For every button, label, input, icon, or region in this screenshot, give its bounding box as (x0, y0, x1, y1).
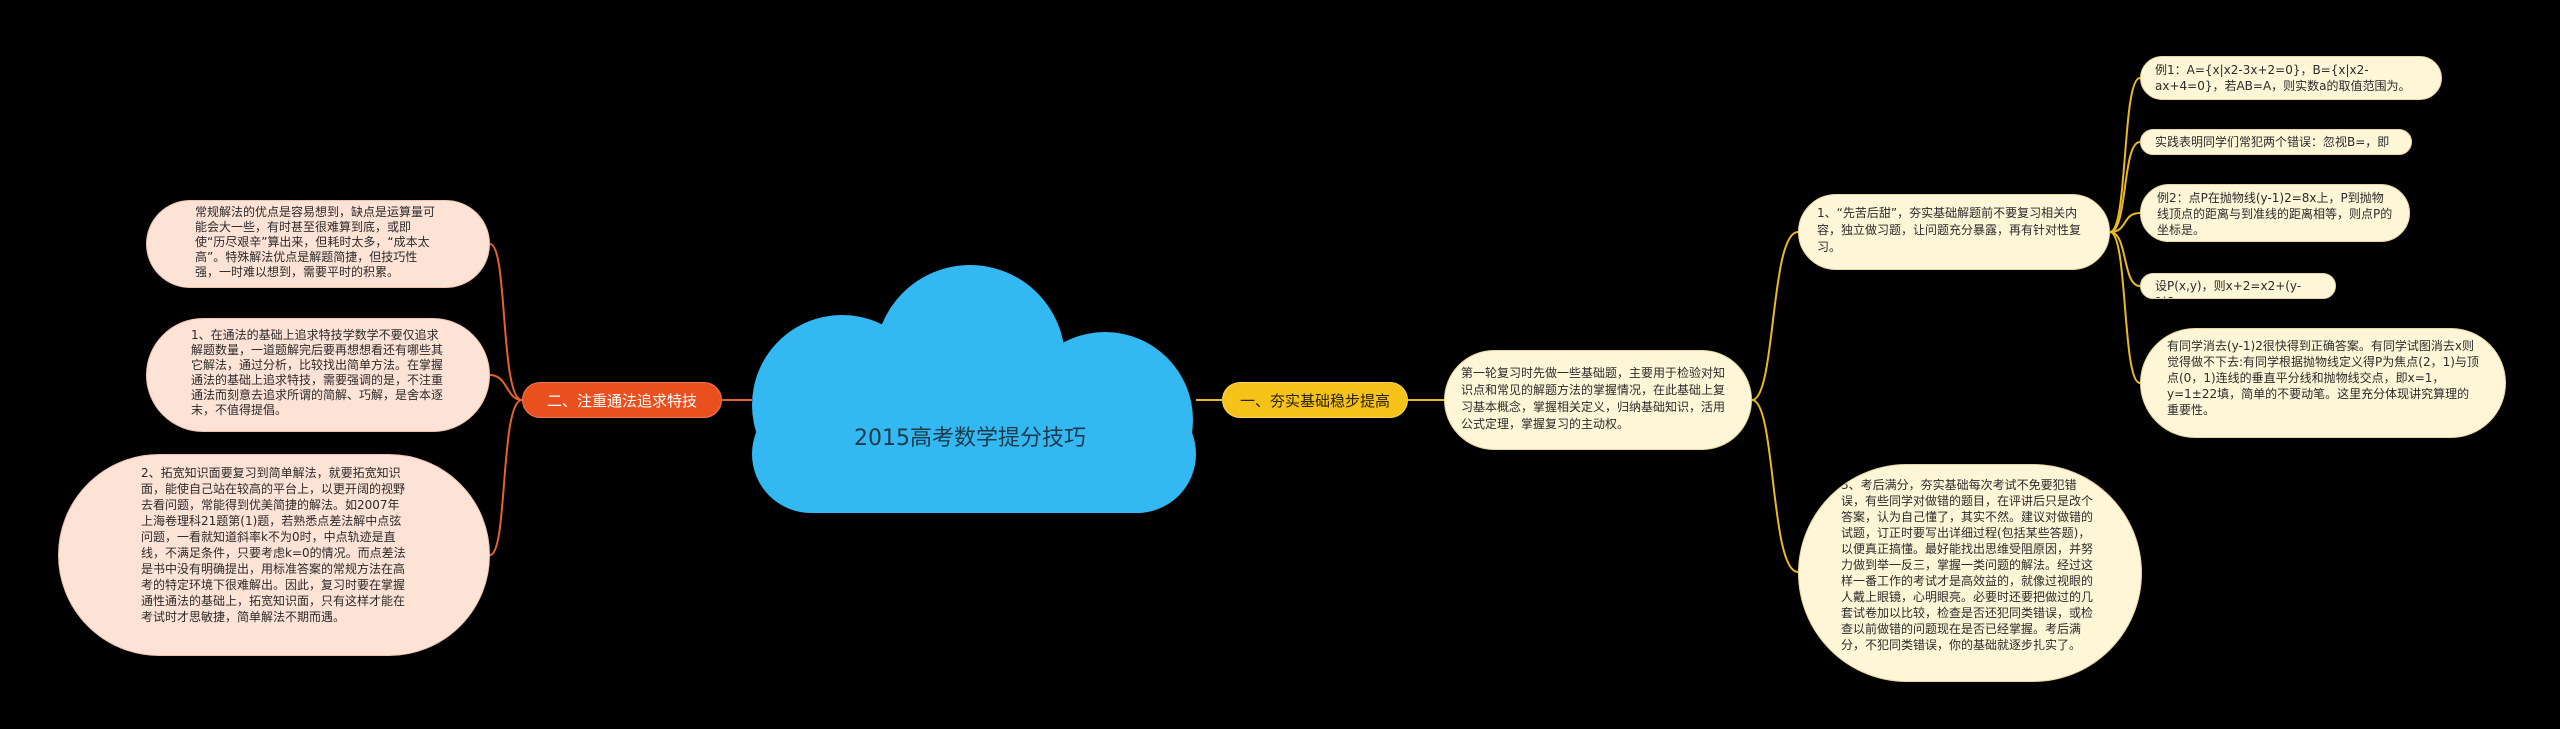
connector-item1-sub2 (2109, 141, 2141, 233)
connector-intro-item3 (1751, 399, 1799, 573)
connector-left-branch-item2 (489, 374, 523, 401)
central-cloud-shape (752, 265, 1196, 513)
right-item1-sub2-node[interactable]: 实践表明同学们常犯两个错误：忽视B=，即 (2140, 129, 2412, 155)
connector-item1-sub4 (2109, 231, 2141, 287)
central-topic-title[interactable]: 2015高考数学提分技巧 (854, 426, 1086, 451)
left-item3-node[interactable]: 2、拓宽知识面要复习到简单解法，就要拓宽知识面，能使自己站在较高的平台上，以更开… (58, 454, 490, 656)
connector-intro-item1 (1751, 231, 1799, 401)
connector-left-branch-item1 (489, 243, 523, 401)
right-intro-node[interactable]: 第一轮复习时先做一些基础题，主要用于检验对知识点和常见的解题方法的掌握情况，在此… (1444, 350, 1752, 450)
right-item3-node[interactable]: 3、考后满分，夯实基础每次考试不免要犯错误，有些同学对做错的题目，在评讲后只是改… (1798, 464, 2142, 682)
connector-item1-sub5 (2109, 231, 2141, 384)
connector-item1-sub3 (2109, 212, 2141, 233)
right-item1-sub5-node[interactable]: 有同学消去(y-1)2很快得到正确答案。有同学试图消去x则觉得做不下去:有同学根… (2140, 328, 2506, 438)
right-item1-sub3-node[interactable]: 例2：点P在抛物线(y-1)2=8x上，P到抛物线顶点的距离与到准线的距离相等，… (2140, 184, 2410, 242)
left-item2-node[interactable]: 1、在通法的基础上追求特技学数学不要仅追求解题数量，一道题解完后要再想想看还有哪… (146, 318, 490, 432)
right-item1-sub4-node[interactable]: 设P(x,y)，则x+2=x2+(y-1)2 (2140, 273, 2336, 299)
connector-left-branch-item3 (489, 399, 523, 556)
right-item1-sub1-node[interactable]: 例1：A={x|x2-3x+2=0}，B={x|x2-ax+4=0}，若AB=A… (2140, 56, 2442, 100)
connector-item1-sub1 (2109, 77, 2141, 233)
left-branch-label[interactable]: 二、注重通法追求特技 (522, 382, 722, 418)
left-item1-node[interactable]: 常规解法的优点是容易想到，缺点是运算量可能会大一些，有时甚至很难算到底，或即使“… (146, 200, 490, 288)
right-item1-node[interactable]: 1、“先苦后甜”，夯实基础解题前不要复习相关内容，独立做习题，让问题充分暴露，再… (1798, 194, 2110, 270)
right-branch-label[interactable]: 一、夯实基础稳步提高 (1222, 382, 1408, 418)
